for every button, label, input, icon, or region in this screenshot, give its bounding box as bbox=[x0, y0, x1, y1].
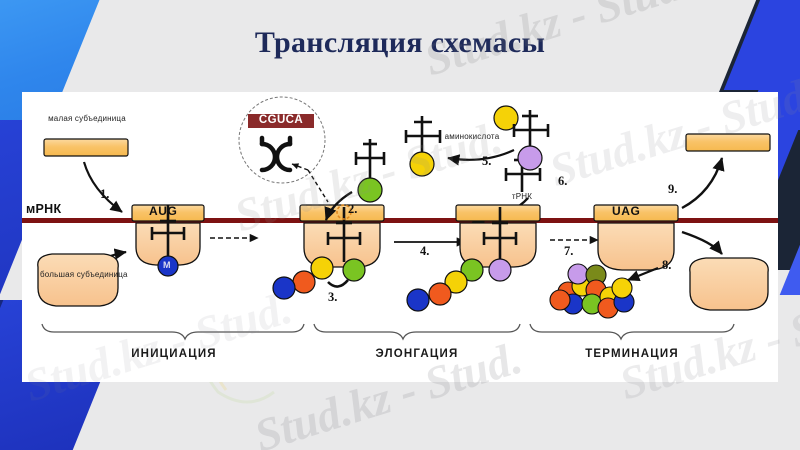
large-subunit-label: большая субъединица bbox=[40, 270, 128, 279]
methionine-label: М bbox=[163, 260, 171, 270]
trna-label: тРНК bbox=[511, 192, 533, 201]
translation-diagram-svg bbox=[22, 96, 778, 341]
stop-codon-label: UAG bbox=[612, 204, 641, 218]
small-subunit-label: малая субъединица bbox=[48, 114, 126, 123]
magnified-codon-label: CGUCA bbox=[258, 114, 304, 126]
stage-termination-label: ТЕРМИНАЦИЯ bbox=[585, 348, 679, 360]
step-2-number: 2. bbox=[348, 202, 358, 216]
step-9-number: 9. bbox=[668, 182, 678, 196]
step-8-number: 8. bbox=[662, 258, 672, 272]
decor-chevron-right-lower bbox=[779, 145, 800, 295]
translation-diagram-panel: малая субъединица большая субъединица мР… bbox=[22, 92, 778, 382]
step-6-number: 6. bbox=[558, 174, 568, 188]
stage-initiation-label: ИНИЦИАЦИЯ bbox=[131, 348, 217, 360]
page-title: Трансляция схемасы bbox=[254, 26, 546, 59]
mrna-label: мРНК bbox=[26, 202, 62, 216]
step-5-number: 5. bbox=[482, 154, 492, 168]
step-3-number: 3. bbox=[328, 290, 338, 304]
step-1-number: 1. bbox=[100, 187, 110, 201]
amino-acid-label: аминокислота bbox=[444, 132, 500, 141]
start-codon-label: AUG bbox=[149, 204, 178, 218]
step-7-number: 7. bbox=[564, 244, 574, 258]
stage-elongation-label: ЭЛОНГАЦИЯ bbox=[375, 348, 459, 360]
step-4-number: 4. bbox=[420, 244, 430, 258]
